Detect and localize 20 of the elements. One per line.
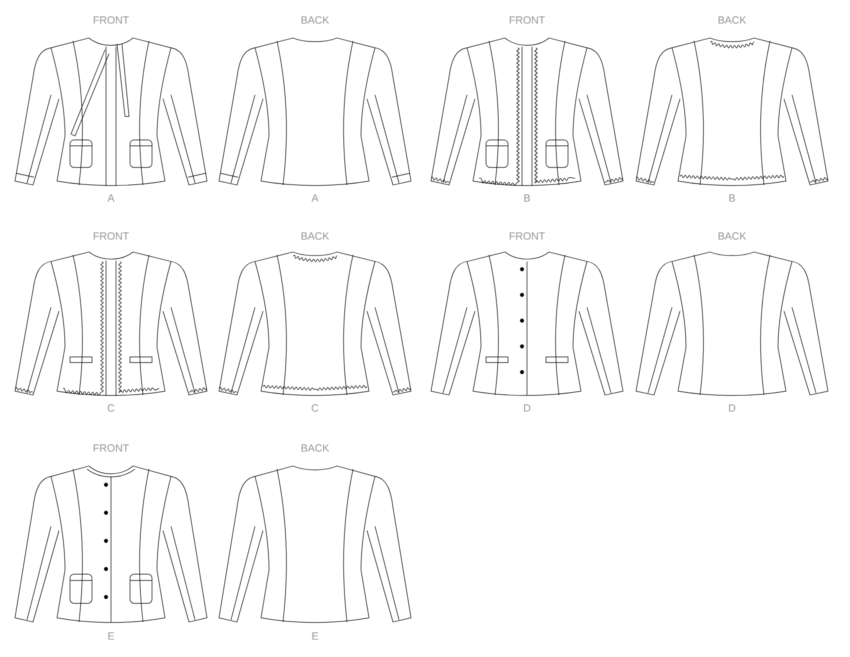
view-label: BACK — [718, 232, 746, 240]
view-label: FRONT — [510, 16, 545, 24]
view-label: C — [108, 404, 114, 412]
view-label: BACK — [302, 232, 330, 240]
view-label: A — [312, 194, 318, 202]
view-label: E — [312, 632, 318, 640]
view-label: D — [729, 404, 736, 412]
view-label: A — [108, 194, 114, 202]
view-label: FRONT — [510, 232, 545, 240]
view-label: B — [729, 194, 735, 202]
view-label: E — [108, 632, 114, 640]
view-label: D — [524, 404, 530, 412]
view-label: C — [312, 404, 318, 412]
view-label: FRONT — [94, 232, 129, 240]
view-label: BACK — [718, 16, 746, 24]
view-label: BACK — [302, 16, 330, 24]
view-label: FRONT — [94, 16, 129, 24]
view-label: BACK — [302, 444, 330, 452]
view-label: B — [524, 194, 530, 202]
view-label: FRONT — [94, 444, 129, 452]
